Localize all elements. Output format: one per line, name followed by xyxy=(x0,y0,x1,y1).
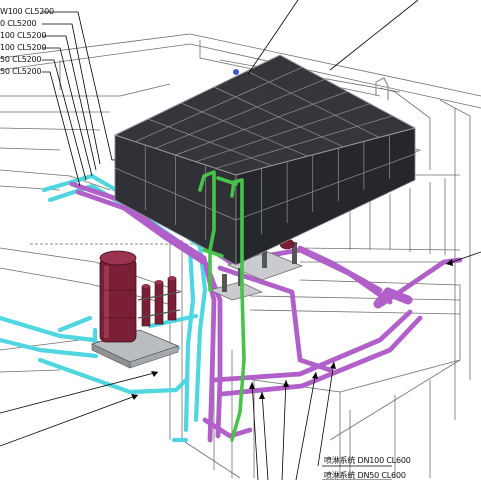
cyan-pipe-run-2 xyxy=(0,337,99,359)
pipe-label-2: 0 CL5200 xyxy=(0,19,37,28)
cyan-pipe-run-8 xyxy=(57,315,93,333)
green-pipe-run-3 xyxy=(216,176,238,186)
sprinkler-dn50-label: 喷淋系统 DN50 CL600 xyxy=(324,471,406,480)
pressure-vessel xyxy=(99,250,137,343)
tank-side-seam xyxy=(114,167,237,221)
leader-arrowheads xyxy=(131,259,453,400)
cyan-pipe-run-1 xyxy=(0,315,97,343)
pipe-label-3: 100 CL5200 xyxy=(0,31,47,40)
green-pipe-run-4 xyxy=(202,248,224,258)
tank-top-seam xyxy=(195,103,371,162)
tank-top-seam xyxy=(175,91,348,156)
tank-side-seam xyxy=(235,153,416,221)
purple-pipe-run-9 xyxy=(297,245,383,293)
purple-pipe-run-4 xyxy=(217,265,333,373)
pipe-label-5: 50 CL5200 xyxy=(0,55,42,64)
purple-pipe-header xyxy=(373,287,413,309)
cyan-pipe-run-6 xyxy=(37,357,189,395)
purple-pipe-run-8 xyxy=(202,417,253,439)
sprinkler-dn100-label: 喷淋系统 DN100 CL600 xyxy=(324,456,411,465)
water-tank xyxy=(113,54,417,266)
pipe-label-6: 50 CL5200 xyxy=(0,67,42,76)
tank-top-seam xyxy=(135,66,303,142)
pipe-label-4: 100 CL5200 xyxy=(0,43,47,52)
green-pipe-run-1 xyxy=(198,170,216,292)
green-pipe-network xyxy=(198,170,246,442)
pipe-label-1: W100 CL5200 xyxy=(0,7,54,16)
pump-units xyxy=(137,276,181,327)
purple-pipe-run-5 xyxy=(211,309,413,383)
tank-top-seam xyxy=(155,79,326,149)
cyan-pipe-run-7 xyxy=(147,313,199,329)
tank-top-seam xyxy=(215,115,393,169)
purple-pipe-run-6 xyxy=(219,315,423,397)
